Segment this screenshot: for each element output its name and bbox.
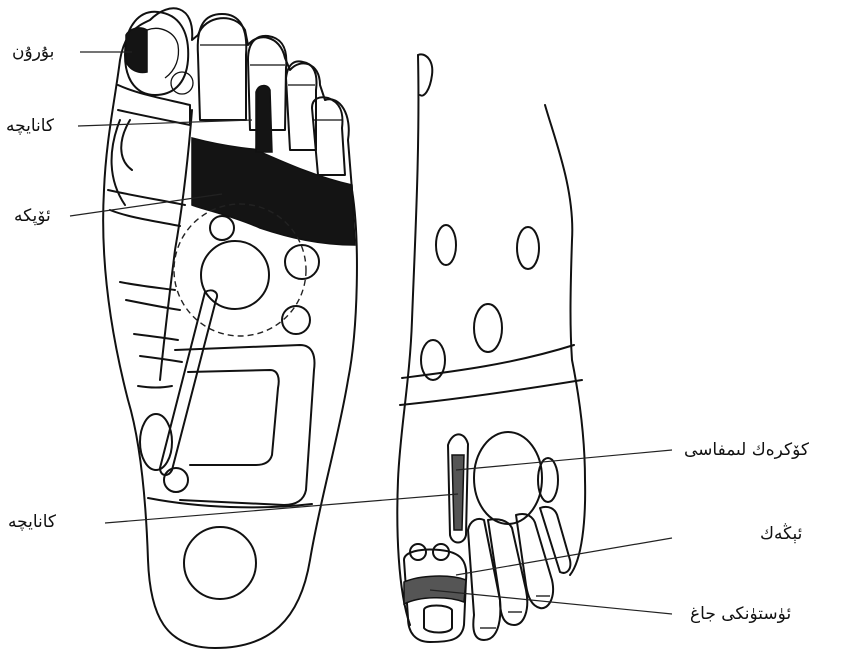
mid-rect-outer xyxy=(175,345,314,505)
inner-arch-bulge xyxy=(121,120,132,170)
right-foot-top xyxy=(397,54,585,642)
metatarsal-oval xyxy=(474,432,542,524)
sole-band-1 xyxy=(118,85,190,125)
label-canal-lower: كانايچە xyxy=(8,512,56,532)
ankle-right-edge xyxy=(545,105,585,575)
sole-band-5 xyxy=(126,300,180,310)
leader-lines xyxy=(70,52,672,614)
label-lung: ئۆپكە xyxy=(14,206,51,226)
trachea-upper-zone xyxy=(256,86,272,153)
sole-band-6 xyxy=(134,334,178,340)
big-toe-joint xyxy=(171,72,193,94)
label-upper-jaw: ئۈستۈنكى جاغ xyxy=(690,604,791,624)
label-mediastinum: كۆكرەك لىمفاسى xyxy=(684,440,809,460)
ankle-bone-left xyxy=(418,54,432,95)
ankle-oval-left xyxy=(436,225,456,265)
center-small-circle-top xyxy=(210,216,234,240)
label-tonsil: ئېڭەك xyxy=(760,524,802,544)
ankle-left-edge xyxy=(397,55,418,625)
foot-band-upper xyxy=(402,345,574,378)
mid-rect-inner xyxy=(188,370,279,465)
toe-2 xyxy=(198,14,247,120)
sole-outline xyxy=(103,8,357,648)
leader-upper-jaw xyxy=(430,590,672,614)
lower-right-circle xyxy=(282,306,310,334)
right-small-circle xyxy=(285,245,319,279)
leader-canal-lower xyxy=(105,494,458,523)
center-circle xyxy=(201,241,269,309)
right-toe-5 xyxy=(540,507,570,573)
big-toe-inner xyxy=(147,28,178,78)
lung-zone xyxy=(192,86,355,245)
label-canal-upper: كانايچە xyxy=(6,116,54,136)
sole-band-4 xyxy=(120,282,175,290)
trachea-lower-tube xyxy=(160,290,217,475)
canal-end-joint xyxy=(164,468,188,492)
heel-circle xyxy=(184,527,256,599)
foot-top-oval-center xyxy=(474,304,502,352)
mediastinum-zone xyxy=(452,455,464,530)
left-foot-sole xyxy=(103,8,357,648)
sole-band-3 xyxy=(110,210,180,226)
ankle-oval-right xyxy=(517,227,539,269)
right-toe-2 xyxy=(468,519,500,640)
right-big-toe-nail xyxy=(424,606,452,633)
leader-mediastinum xyxy=(456,450,672,470)
sole-band-8 xyxy=(138,386,172,388)
nose-zone-marker xyxy=(126,28,147,73)
foot-band-lower xyxy=(400,380,582,405)
label-nose: بۇرۇن xyxy=(12,42,54,62)
